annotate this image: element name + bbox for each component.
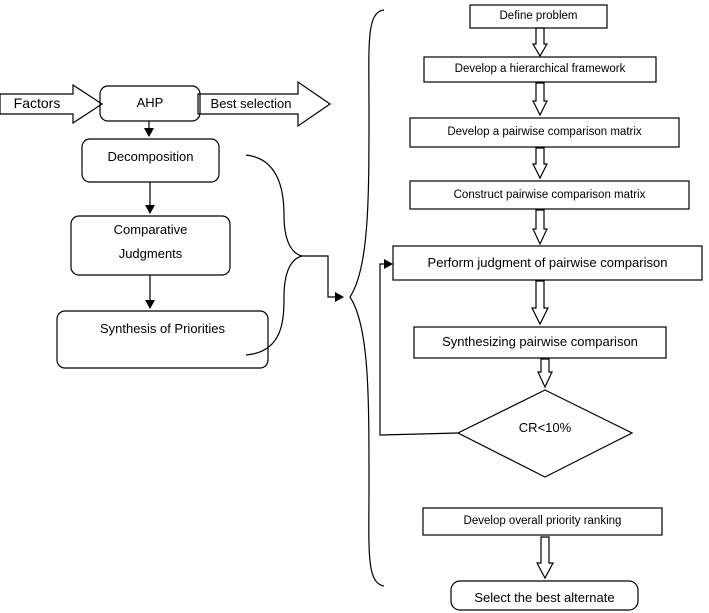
hierarchical-framework-box [423, 56, 657, 83]
flow-arrow-2 [532, 82, 548, 117]
flow-arrow-7 [536, 536, 554, 580]
cr-decision-diamond [456, 389, 634, 478]
develop-matrix-box [409, 117, 680, 148]
flow-arrow-1 [531, 27, 549, 58]
flow-arrow-5 [531, 280, 549, 326]
construct-matrix-box [409, 180, 690, 210]
comparative-judgments-box [70, 215, 231, 276]
flow-arrow-4 [532, 209, 548, 246]
synthesis-box [56, 310, 269, 369]
left-curly-brace [245, 154, 303, 356]
decomposition-box [81, 138, 220, 183]
factors-arrow [0, 83, 104, 125]
synthesizing-box [413, 326, 667, 359]
define-problem-box [469, 4, 608, 29]
select-best-box [450, 580, 639, 611]
brace-connector [302, 255, 344, 302]
flow-arrow-3 [532, 147, 548, 180]
overall-ranking-box [422, 507, 663, 536]
flow-arrow-6 [537, 358, 553, 389]
right-curly-brace [349, 9, 385, 587]
perform-judgment-box [392, 245, 703, 281]
loop-back-line [379, 259, 459, 436]
ahp-box [99, 85, 201, 122]
best-selection-arrow [197, 80, 332, 128]
